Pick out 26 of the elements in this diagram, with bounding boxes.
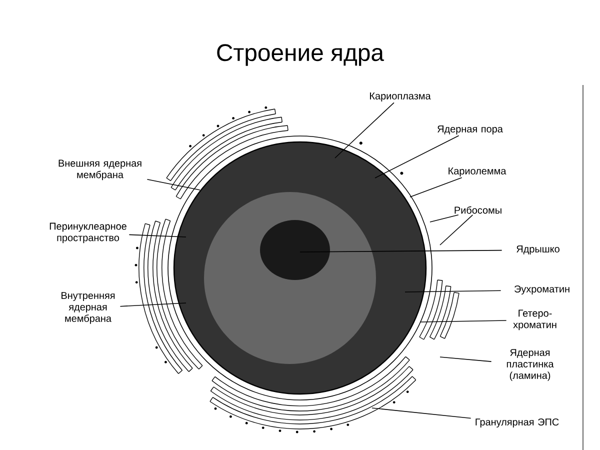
label: Рибосомы [454,206,502,214]
leader-line [120,302,186,307]
label: Гетеро- хроматин [513,310,556,330]
title: Строение ядра [217,44,384,66]
label: Внутренняя ядерная мембрана [62,292,115,324]
label: Кариоплазма [370,92,431,102]
leader-line [440,214,474,246]
leader-line [430,214,459,222]
leader-line [374,135,460,178]
label: Ядерная пластинка (ламина) [506,349,554,381]
leader-line [334,102,394,158]
label: Перинуклеарное пространство [50,222,126,244]
leader-line [410,177,462,198]
leader-line [404,290,502,292]
leader-line [420,320,507,322]
leader-line [146,179,200,190]
label: Кариолемма [448,168,506,176]
label: Ядерная пора [438,126,503,134]
leader-line [372,408,472,419]
leader-line [440,356,492,362]
label: Эухроматин [514,285,570,294]
label: Гранулярная ЭПС [476,418,559,428]
leader-line [300,250,502,252]
label: Ядрышко [516,246,560,254]
label: Внешняя ядерная мембрана [58,160,142,180]
leader-line [128,234,186,238]
